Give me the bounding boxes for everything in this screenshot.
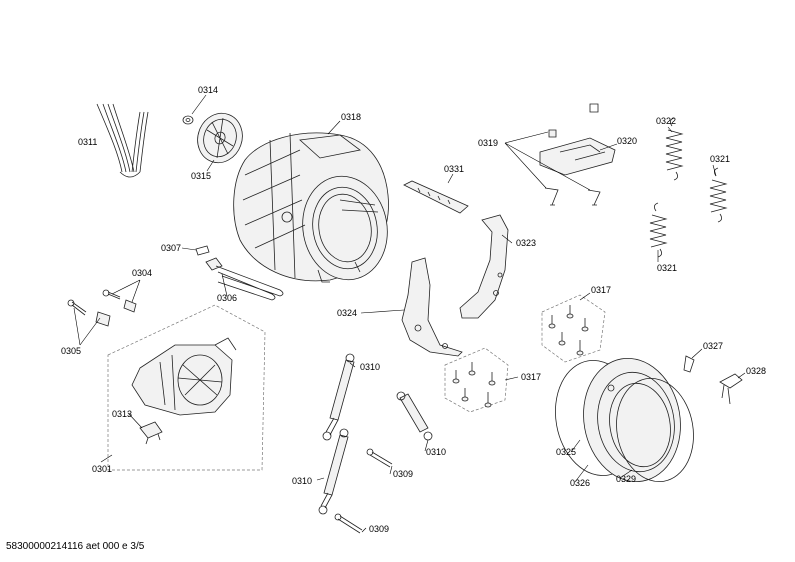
label-0319: 0319 [478,138,498,148]
leader-lines [73,94,746,533]
label-0313: 0313 [112,409,132,419]
drive-belt-part [96,103,149,178]
bolt-upper-part [366,448,393,468]
label-0317-lower: 0317 [521,372,541,382]
label-0326: 0326 [570,478,590,488]
heating-element-part [195,245,284,301]
suspension-springs-part [649,117,728,258]
pulley-part [197,112,243,164]
feet-set-lower-part [452,362,496,408]
label-0322: 0322 [656,116,676,126]
label-0328: 0328 [746,366,766,376]
label-0324: 0324 [337,308,357,318]
label-0305: 0305 [61,346,81,356]
label-0310-lower: 0310 [292,476,312,486]
feet-set-upper-part [548,305,589,356]
carbon-brush-part [139,421,163,445]
label-0307: 0307 [161,243,181,253]
weight-strip-part [403,180,469,214]
label-0317-upper: 0317 [591,285,611,295]
label-0310-upper: 0310 [360,362,380,372]
motor-part [131,337,237,416]
hose-clip-part [683,355,695,373]
document-code-footer: 58300000214116 aet 000 e 3/5 [6,541,145,552]
label-0331: 0331 [444,164,464,174]
label-0314: 0314 [198,85,218,95]
screws-part [67,289,137,327]
label-0327: 0327 [703,341,723,351]
label-0309-lower: 0309 [369,524,389,534]
label-0306: 0306 [217,293,237,303]
label-0321-upper: 0321 [710,154,730,164]
drum-tub-part [233,132,389,283]
label-0301: 0301 [92,464,112,474]
label-0315: 0315 [191,171,211,181]
label-0320: 0320 [617,136,637,146]
label-0309-upper: 0309 [393,469,413,479]
label-0318: 0318 [341,112,361,122]
left-support-bracket-part [401,257,463,357]
mounting-clips-part [539,103,616,206]
door-gasket-ring-part [555,357,694,483]
label-0321-lower: 0321 [657,263,677,273]
label-0304: 0304 [132,268,152,278]
label-0325: 0325 [556,447,576,457]
label-0329: 0329 [616,474,636,484]
shock-absorber-lower-part [318,428,349,515]
label-0311: 0311 [78,137,97,147]
label-0310-middle: 0310 [426,447,446,457]
pulley-nut-part [182,115,194,125]
shock-absorber-upper-part [322,353,355,441]
right-support-bracket-part [459,214,509,319]
feet-set-upper-outline [541,294,606,363]
bolt-lower-part [334,513,363,534]
motor-group-outline [107,304,266,471]
shock-absorber-middle-part [396,391,433,441]
label-0323: 0323 [516,238,536,248]
locking-clamp-part [719,373,743,405]
feet-set-lower-outline [444,347,509,413]
